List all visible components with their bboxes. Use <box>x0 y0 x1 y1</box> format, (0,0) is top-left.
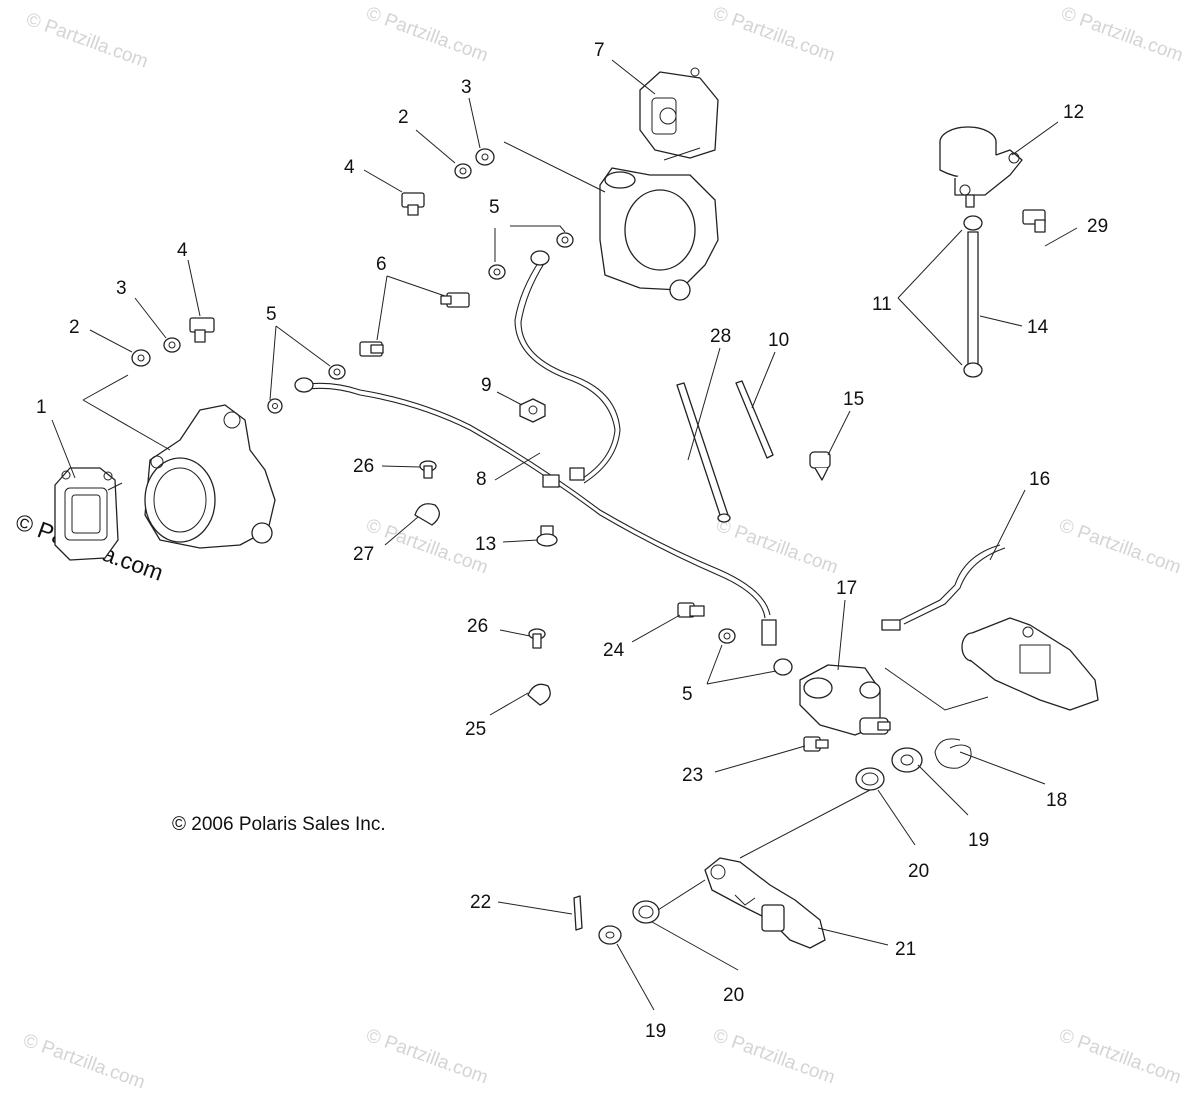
callout-23: 23 <box>682 765 703 786</box>
callout-10: 10 <box>768 330 789 351</box>
callout-5: 5 <box>266 304 277 325</box>
callout-20: 20 <box>908 861 929 882</box>
callout-3: 3 <box>116 278 127 299</box>
callout-12: 12 <box>1063 102 1084 123</box>
callout-8: 8 <box>476 469 487 490</box>
part-19-washer-b <box>598 925 622 945</box>
callout-15: 15 <box>843 389 864 410</box>
watermark: © Partzilla.com <box>363 515 490 579</box>
part-11-clamp <box>963 215 983 378</box>
callout-14: 14 <box>1027 317 1049 338</box>
part-12-reservoir <box>939 126 1023 208</box>
upper-caliper-housing <box>599 167 719 301</box>
callout-5: 5 <box>489 197 500 218</box>
part-21-brake-pedal <box>704 857 826 949</box>
watermark: © Partzilla.com <box>713 515 840 579</box>
watermark: © Partzilla.com <box>710 1025 837 1089</box>
watermark: © Partzilla.com <box>23 9 150 73</box>
part-9-nut <box>519 398 546 423</box>
part-25-clip <box>527 683 551 706</box>
part-4-bolt-b <box>401 192 425 216</box>
watermark: © Partzilla.com <box>363 3 490 67</box>
part-3-washer <box>163 337 181 353</box>
callout-29: 29 <box>1087 216 1108 237</box>
part-4-bolt <box>189 317 215 343</box>
callout-13: 13 <box>475 534 496 555</box>
copyright-notice: © 2006 Polaris Sales Inc. <box>172 814 386 835</box>
watermark: © Partzilla.com <box>363 1025 490 1089</box>
callout-24: 24 <box>603 640 625 661</box>
right-mounting-bracket <box>961 617 1099 711</box>
left-caliper-housing <box>144 404 276 549</box>
callout-labels: 1 2 3 4 5 6 2 3 4 5 7 8 9 26 27 13 26 25… <box>36 40 1108 1042</box>
watermark: © Partzilla.com <box>1056 1025 1183 1089</box>
callout-3: 3 <box>461 77 472 98</box>
part-13-rivet <box>536 525 558 547</box>
watermark: © Partzilla.com <box>20 1030 147 1094</box>
watermark: © Partzilla.com <box>1058 3 1185 67</box>
part-16-cable <box>881 544 1006 631</box>
callout-2: 2 <box>69 317 80 338</box>
part-19-washer <box>891 747 923 773</box>
callout-16: 16 <box>1029 469 1050 490</box>
callout-26: 26 <box>467 616 488 637</box>
callout-4: 4 <box>177 240 188 261</box>
callout-1: 1 <box>36 397 47 418</box>
part-2-washer-b <box>454 163 472 179</box>
part-15-fitting <box>809 451 831 481</box>
callout-7: 7 <box>594 40 605 61</box>
part-10-pin <box>735 380 774 459</box>
part-17-master-cylinder <box>799 664 891 736</box>
part-24-bolt <box>677 602 705 618</box>
part-26-screw <box>419 460 437 479</box>
part-18-spring <box>934 738 972 769</box>
watermark: © Partzilla.com <box>710 3 837 67</box>
part-2-washer <box>131 349 151 367</box>
part-26-screw-b <box>528 628 546 649</box>
callout-9: 9 <box>481 375 492 396</box>
callout-19: 19 <box>645 1021 666 1042</box>
callout-20: 20 <box>723 985 744 1006</box>
part-28-pin <box>676 382 731 523</box>
part-1-brake-pad-bracket <box>54 467 123 561</box>
part-27-clip <box>414 503 440 526</box>
part-7-brake-pad <box>639 67 719 159</box>
callout-4: 4 <box>344 157 355 178</box>
part-20-bushing <box>855 767 885 791</box>
callout-27: 27 <box>353 544 374 565</box>
part-5-washer <box>267 364 346 414</box>
part-3-washer-b <box>475 148 495 166</box>
callout-21: 21 <box>895 939 916 960</box>
leader-lines <box>51 59 1078 1011</box>
callout-22: 22 <box>470 892 491 913</box>
callout-26: 26 <box>353 456 374 477</box>
callout-18: 18 <box>1046 790 1067 811</box>
part-22-cotter-pin <box>573 895 583 931</box>
callout-19: 19 <box>968 830 989 851</box>
watermark: © Partzilla.com <box>1056 515 1183 579</box>
callout-5: 5 <box>682 684 693 705</box>
part-29-bolt <box>1022 209 1046 233</box>
part-5-washer <box>718 628 736 644</box>
callout-17: 17 <box>836 578 857 599</box>
callout-6: 6 <box>376 254 387 275</box>
part-20-bushing-b <box>632 900 660 924</box>
callout-25: 25 <box>465 719 486 740</box>
callout-28: 28 <box>710 326 731 347</box>
part-8-brake-line <box>294 250 793 676</box>
part-14-hose <box>967 231 979 371</box>
callout-11: 11 <box>872 294 892 315</box>
callout-2: 2 <box>398 107 409 128</box>
part-23-bolt <box>803 736 829 752</box>
part-6-bolt <box>359 292 470 357</box>
part-5-washer <box>488 232 574 280</box>
